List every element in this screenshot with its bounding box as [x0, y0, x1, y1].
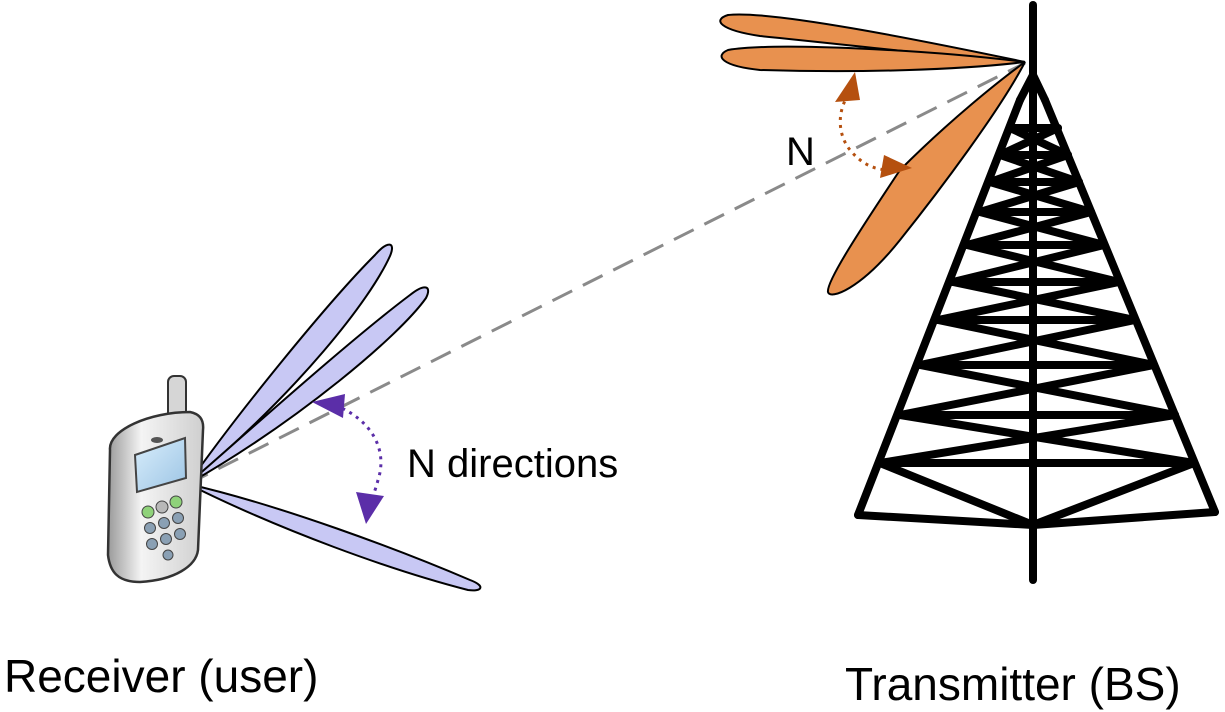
line-of-sight-link: [187, 61, 1026, 486]
phone-icon: [106, 375, 205, 584]
receiver-beam-lower: [187, 483, 482, 592]
receiver-label: Receiver (user): [4, 650, 318, 702]
tower-icon: [854, 1, 1219, 584]
transmitter-beam-lower: [826, 61, 1026, 296]
arrowhead-down: [356, 492, 384, 524]
arrowhead-right: [880, 155, 912, 178]
receiver-sweep-label: N directions: [407, 442, 618, 486]
transmitter-beam-middle: [720, 45, 1026, 73]
arrowhead-left: [312, 394, 345, 418]
transmitter-beams: [719, 13, 1026, 296]
receiver-beams: [187, 243, 482, 592]
transmitter-label: Transmitter (BS): [845, 658, 1181, 710]
receiver-beam-middle: [187, 286, 430, 485]
arrowhead-up: [835, 72, 860, 102]
receiver-beam-upper: [187, 243, 394, 485]
transmitter-sweep-label: N: [786, 130, 815, 174]
transmitter-sweep-arrow: [835, 72, 912, 178]
receiver-sweep-arrow: [312, 394, 384, 524]
